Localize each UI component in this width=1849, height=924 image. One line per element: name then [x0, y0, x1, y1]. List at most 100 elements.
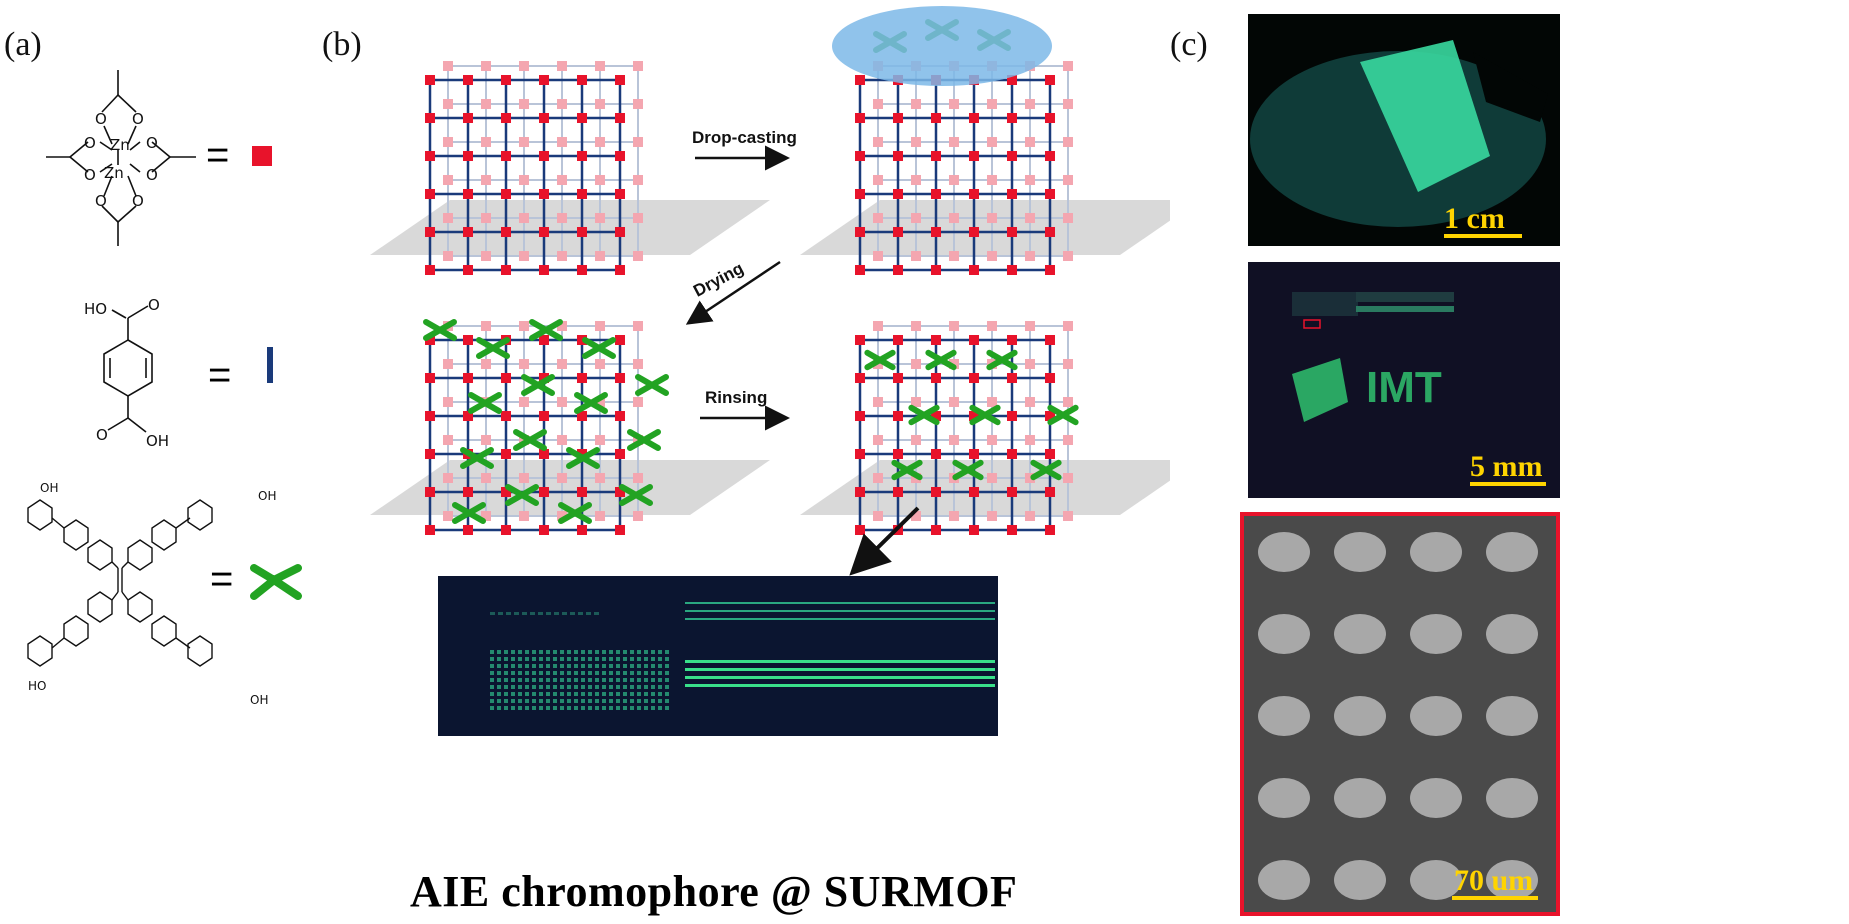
chromophore-molecule — [952, 459, 984, 481]
zoom-region-marker — [1303, 319, 1321, 329]
pattern-dot — [498, 612, 503, 615]
pattern-dot — [586, 612, 591, 615]
pattern-dot — [560, 657, 564, 661]
node — [1045, 449, 1055, 459]
node — [1045, 75, 1055, 85]
node — [577, 525, 587, 535]
svg-text:O: O — [146, 166, 158, 184]
pattern-dot — [497, 671, 501, 675]
pattern-dot — [637, 678, 641, 682]
pattern-dot — [497, 692, 501, 696]
node-back — [1063, 175, 1073, 185]
node — [539, 151, 549, 161]
step-label-rinsing: Rinsing — [705, 388, 767, 407]
pattern-dot — [570, 612, 575, 615]
pattern-dot — [525, 699, 529, 703]
pattern-dot — [518, 650, 522, 654]
zn-paddlewheel-structure — [46, 70, 196, 246]
pattern-dot — [602, 699, 606, 703]
svg-text:OH: OH — [258, 489, 276, 503]
node — [893, 151, 903, 161]
node — [615, 373, 625, 383]
node-back — [1063, 435, 1073, 445]
node-back — [987, 213, 997, 223]
node-back — [557, 251, 567, 261]
node — [969, 113, 979, 123]
node — [577, 373, 587, 383]
pattern-dot — [595, 692, 599, 696]
node — [855, 151, 865, 161]
pattern-dot — [637, 671, 641, 675]
pattern-dot — [602, 664, 606, 668]
zn-equals: = — [206, 133, 229, 177]
node-back — [443, 175, 453, 185]
scale-bar-bottom — [1452, 896, 1538, 900]
node-back — [987, 473, 997, 483]
node-back — [873, 473, 883, 483]
pattern-dot — [588, 671, 592, 675]
microdot — [1410, 860, 1462, 900]
pattern-dot — [602, 685, 606, 689]
node-back — [595, 321, 605, 331]
pattern-dot — [637, 699, 641, 703]
pattern-dot — [630, 706, 634, 710]
pattern-dot — [651, 671, 655, 675]
pattern-dot — [637, 657, 641, 661]
pattern-dot — [511, 699, 515, 703]
pattern-dot — [651, 685, 655, 689]
node-back — [987, 251, 997, 261]
node-back — [1063, 213, 1073, 223]
node-back — [557, 359, 567, 369]
pattern-dot — [546, 612, 551, 615]
logo-text: IMT — [1366, 363, 1442, 412]
pattern-dot — [567, 671, 571, 675]
pattern-dot — [651, 657, 655, 661]
pattern-dot — [567, 699, 571, 703]
pattern-dot — [504, 678, 508, 682]
node-back — [949, 397, 959, 407]
pattern-dot — [574, 678, 578, 682]
node — [501, 449, 511, 459]
pattern-dot — [560, 678, 564, 682]
node — [463, 189, 473, 199]
pattern-dot — [525, 706, 529, 710]
node — [1007, 487, 1017, 497]
pattern-dot — [497, 650, 501, 654]
pattern-dot — [574, 699, 578, 703]
pattern-dot — [658, 664, 662, 668]
pattern-dot — [497, 699, 501, 703]
node-back — [949, 511, 959, 521]
pattern-dot — [574, 692, 578, 696]
substrate — [800, 460, 1170, 515]
svg-text:O: O — [95, 110, 107, 128]
node-back — [443, 435, 453, 445]
node — [1007, 113, 1017, 123]
pattern-dot — [506, 612, 511, 615]
node — [1045, 227, 1055, 237]
process-diagram: Drop-casting Drying Rinsing AIE chromoph… — [370, 6, 1170, 916]
pattern-dot — [518, 706, 522, 710]
pattern-dot — [665, 692, 669, 696]
node — [1007, 227, 1017, 237]
node-back — [911, 435, 921, 445]
node — [855, 373, 865, 383]
node — [425, 525, 435, 535]
node — [969, 449, 979, 459]
pattern-dot — [560, 699, 564, 703]
node-back — [633, 175, 643, 185]
node-back — [949, 321, 959, 331]
pattern-dot — [616, 685, 620, 689]
pattern-dot — [658, 678, 662, 682]
pattern-dot — [532, 657, 536, 661]
node — [425, 113, 435, 123]
chromophore-symbol — [250, 564, 302, 600]
node — [1045, 335, 1055, 345]
node — [463, 487, 473, 497]
node-back — [987, 99, 997, 109]
node-back — [481, 473, 491, 483]
node — [931, 373, 941, 383]
pattern-dot — [539, 706, 543, 710]
pattern-dot — [490, 692, 494, 696]
pattern-dot — [514, 612, 519, 615]
scale-label-top: 1 cm — [1444, 202, 1505, 235]
